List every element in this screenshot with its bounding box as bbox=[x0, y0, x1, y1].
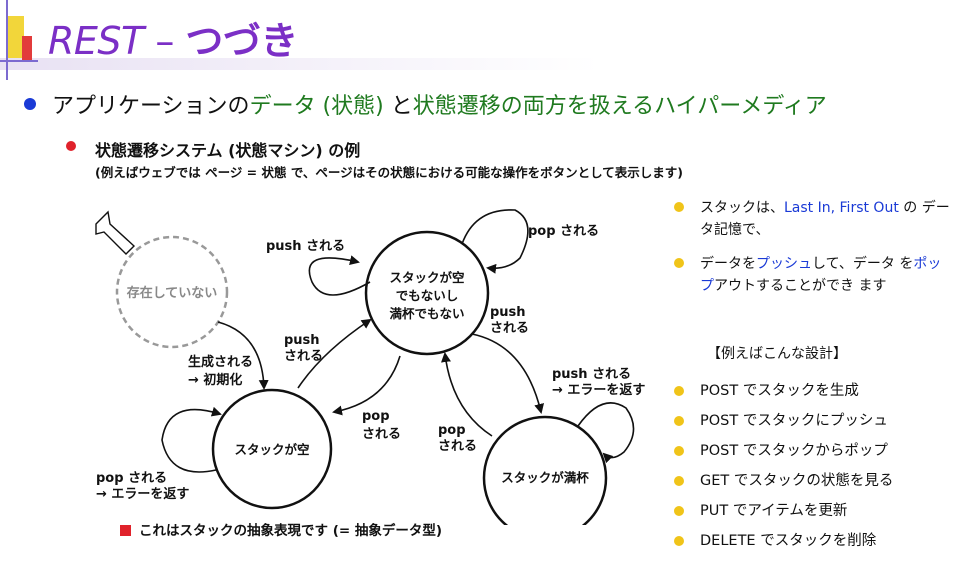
label-push-self-mid: push される bbox=[266, 239, 345, 254]
title-ja: つづき bbox=[185, 19, 298, 63]
pop-term: ポップ bbox=[700, 256, 942, 294]
state-middle bbox=[364, 230, 490, 356]
bullet-yellow-icon bbox=[674, 416, 684, 426]
state-full-label: スタックが満杯 bbox=[501, 470, 589, 485]
label-create-2: → 初期化 bbox=[188, 372, 242, 388]
example-heading: 【例えばこんな設計】 bbox=[707, 346, 847, 362]
state-middle-label-2: でもないし bbox=[396, 288, 459, 303]
state-empty-label: スタックが空 bbox=[234, 442, 309, 457]
state-full bbox=[482, 415, 608, 525]
lifo-post: の データ記憶で、 bbox=[700, 200, 950, 238]
example-text: POST でスタックを生成 bbox=[700, 383, 859, 399]
right-item-push-pop: データをプッシュして、データ をポップアウトすることができ ます bbox=[670, 253, 955, 297]
arrow-push-mid-to-full bbox=[471, 333, 545, 414]
state-middle-label-1: スタックが空 bbox=[389, 270, 464, 285]
title-en: REST bbox=[48, 19, 144, 63]
push-term: プッシュ bbox=[756, 256, 812, 272]
example-text: GET でスタックの状態を見る bbox=[700, 473, 894, 489]
state-empty bbox=[211, 388, 333, 510]
example-item: DELETE でスタックを削除 bbox=[670, 528, 893, 558]
example-item: GET でスタックの状態を見る bbox=[670, 468, 893, 498]
red-square-icon bbox=[120, 525, 131, 536]
label-pop-mid-empty-2: される bbox=[362, 427, 401, 442]
label-pop-mid-empty-1: pop bbox=[362, 409, 390, 424]
label-push-full-error-2: → エラーを返す bbox=[552, 383, 645, 398]
label-push-empty-mid-2: される bbox=[284, 349, 323, 364]
sub-bullet-note: (例えばウェブでは ページ = 状態 で、ページはその状態における可能な操作をボ… bbox=[95, 165, 683, 180]
main-bullet-highlight-data: データ (状態) bbox=[249, 94, 384, 119]
arrow-push-self-full bbox=[577, 402, 635, 464]
main-bullet-text: アプリケーションの bbox=[52, 94, 250, 119]
bullet-yellow-icon bbox=[674, 446, 684, 456]
bullet-yellow-icon bbox=[674, 386, 684, 396]
start-arrow-icon bbox=[95, 210, 136, 255]
label-pop-full-mid-1: pop bbox=[438, 423, 466, 438]
example-text: PUT でアイテムを更新 bbox=[700, 503, 848, 519]
arrow-pop-self-mid bbox=[461, 209, 529, 274]
sub-bullet: 状態遷移システム (状態マシン) の例 bbox=[95, 141, 361, 160]
bullet-yellow-icon bbox=[674, 258, 684, 268]
arrow-create bbox=[217, 321, 269, 390]
pushpop-pre: データを bbox=[700, 256, 756, 272]
arrow-push-self-mid bbox=[308, 255, 371, 296]
lifo-term: Last In, First Out bbox=[784, 200, 899, 216]
title-dash: – bbox=[143, 19, 186, 63]
sub-bullet-dot bbox=[66, 141, 76, 151]
label-create-1: 生成される bbox=[188, 354, 253, 370]
bullet-yellow-icon bbox=[674, 506, 684, 516]
label-pop-empty-error-2: → エラーを返す bbox=[96, 487, 189, 502]
example-item: POST でスタックを生成 bbox=[670, 378, 893, 408]
bullet-yellow-icon bbox=[674, 476, 684, 486]
example-list: POST でスタックを生成 POST でスタックにプッシュ POST でスタック… bbox=[670, 378, 893, 558]
label-pop-self-mid: pop される bbox=[528, 224, 599, 239]
label-push-empty-mid-1: push bbox=[284, 333, 320, 348]
footnote: これはスタックの抽象表現です (= 抽象データ型) bbox=[120, 519, 442, 539]
state-middle-label-3: 満杯でもない bbox=[389, 306, 464, 321]
example-text: POST でスタックからポップ bbox=[700, 443, 888, 459]
title-decoration bbox=[0, 0, 600, 80]
pushpop-mid: して、データ を bbox=[812, 256, 914, 272]
label-push-full-error-1: push される bbox=[552, 367, 631, 382]
state-machine-diagram: 存在していない スタックが空 でもないし 満杯でもない スタックが空 スタックが… bbox=[95, 209, 645, 525]
bullet-yellow-icon bbox=[674, 202, 684, 212]
right-item-lifo: スタックは、Last In, First Out の データ記憶で、 bbox=[670, 197, 955, 241]
main-bullet-dot bbox=[24, 98, 36, 110]
example-text: DELETE でスタックを削除 bbox=[700, 533, 877, 549]
slide-title: REST – つづき bbox=[48, 10, 298, 65]
arrow-pop-self-empty bbox=[161, 406, 222, 473]
pushpop-post: アウトすることができ ます bbox=[714, 278, 887, 294]
arrow-push-empty-to-mid bbox=[297, 318, 372, 389]
label-pop-full-mid-2: される bbox=[438, 439, 477, 454]
state-nonexistent-label: 存在していない bbox=[127, 285, 218, 301]
state-nonexistent bbox=[115, 235, 229, 349]
example-item: POST でスタックにプッシュ bbox=[670, 408, 893, 438]
main-bullet-highlight-transition: 状態遷移の両方を扱えるハイパーメディア bbox=[412, 94, 827, 119]
bullet-yellow-icon bbox=[674, 536, 684, 546]
label-push-mid-full-2: される bbox=[490, 321, 529, 336]
arrow-pop-full-to-mid bbox=[441, 352, 493, 437]
main-bullet: アプリケーションのデータ (状態) と状態遷移の両方を扱えるハイパーメディア bbox=[52, 88, 827, 120]
main-bullet-to: と bbox=[383, 94, 413, 119]
example-text: POST でスタックにプッシュ bbox=[700, 413, 888, 429]
example-item: POST でスタックからポップ bbox=[670, 438, 893, 468]
right-panel: スタックは、Last In, First Out の データ記憶で、 データをプ… bbox=[670, 197, 955, 297]
label-pop-empty-error-1: pop される bbox=[96, 471, 167, 486]
lifo-pre: スタックは、 bbox=[700, 200, 784, 216]
arrow-pop-mid-to-empty bbox=[332, 355, 401, 416]
footnote-text: これはスタックの抽象表現です (= 抽象データ型) bbox=[139, 523, 443, 539]
label-push-mid-full-1: push bbox=[490, 305, 526, 320]
example-item: PUT でアイテムを更新 bbox=[670, 498, 893, 528]
